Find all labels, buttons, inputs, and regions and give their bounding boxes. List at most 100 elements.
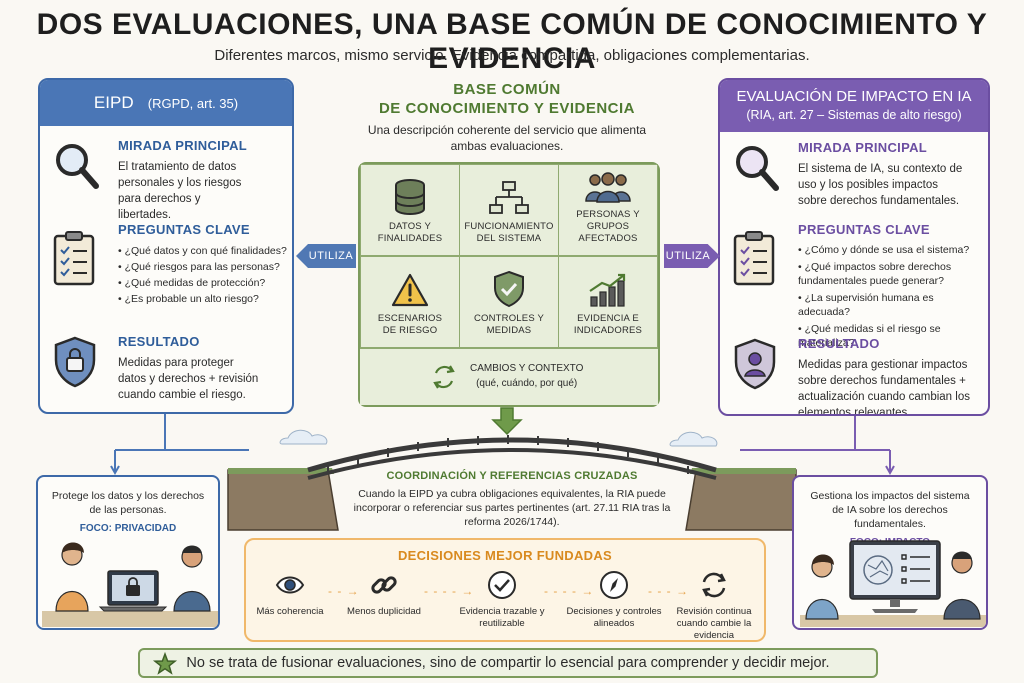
ia-panel-header: EVALUACIÓN DE IMPACTO EN IA (RIA, art. 2… (720, 80, 988, 132)
uses-arrow-right: UTILIZA (664, 244, 720, 268)
piece-label: FINALIDADES (377, 233, 443, 244)
changes-sub: (qué, cuándo, por qué) (476, 378, 578, 389)
privacy-box-focus: FOCO: PRIVACIDAD (79, 523, 177, 534)
dashed-arrow-icon: - - → (328, 584, 360, 598)
shield-person-icon (732, 338, 782, 394)
ia-panel: EVALUACIÓN DE IMPACTO EN IA (RIA, art. 2… (718, 78, 990, 416)
dashed-arrow-icon: - - - - → (424, 584, 475, 598)
star-icon (152, 651, 178, 675)
decisions-box: DECISIONES MEJOR FUNDADAS Más coherencia… (244, 538, 766, 642)
footer-text: No se trata de fusionar evaluaciones, si… (186, 655, 830, 671)
coordination-text: Cuando la EIPD ya cubra obligaciones equ… (353, 488, 671, 528)
decision-item-coherence: Más coherencia (240, 570, 340, 618)
check-circle-icon (488, 571, 516, 599)
impact-box-text: Gestiona los impactos del sistema de IA … (810, 490, 970, 530)
decision-item-evidence: Evidencia trazable y reutilizable (452, 570, 552, 630)
database-icon (395, 179, 425, 215)
dashed-arrow-icon: - - - → (648, 584, 689, 598)
coordination-title: COORDINACIÓN Y REFERENCIAS CRUZADAS (386, 470, 638, 482)
puzzle-piece-controls: CONTROLES Y MEDIDAS (459, 256, 559, 348)
uses-arrow-left: UTILIZA (296, 244, 356, 268)
decision-label: Más coherencia (256, 606, 324, 617)
people-laptop-illustration (42, 542, 218, 627)
eye-icon (275, 576, 305, 594)
eipd-result-text: Medidas para proteger datos y derechos +… (118, 357, 259, 401)
ia-questions-title: PREGUNTAS CLAVE (798, 222, 930, 237)
decision-label: Evidencia trazable y reutilizable (459, 606, 545, 629)
shield-check-icon (494, 270, 524, 308)
changes-label: CAMBIOS Y CONTEXTO (470, 363, 584, 374)
eipd-panel: EIPD (RGPD, art. 35) MIRADA PRINCIPAL El… (38, 78, 294, 414)
page-title: DOS EVALUACIONES, UNA BASE COMÚN DE CONO… (36, 8, 988, 75)
decision-label: Menos duplicidad (347, 606, 421, 617)
ia-result-text: Medidas para gestionar impactos sobre de… (798, 359, 970, 416)
magnifier-icon (52, 138, 102, 194)
eipd-questions-title: PREGUNTAS CLAVE (118, 222, 250, 237)
people-icon (585, 172, 631, 203)
compass-icon (600, 571, 628, 599)
decision-label: Revisión continua cuando cambie la evide… (676, 606, 752, 641)
ia-question-2: • ¿Qué impactos sobre derechos fundament… (798, 261, 952, 287)
common-base-title-line-2: DE CONOCIMIENTO Y EVIDENCIA (378, 100, 636, 117)
eipd-title: EIPD (93, 93, 134, 112)
ia-title: EVALUACIÓN DE IMPACTO EN IA (736, 88, 972, 105)
piece-label: DE RIESGO (382, 325, 438, 336)
privacy-box-text: Protege los datos y los derechos de las … (51, 490, 205, 516)
piece-label: INDICADORES (573, 325, 643, 336)
ia-title-ref: (RIA, art. 27 – Sistemas de alto riesgo) (746, 108, 962, 122)
puzzle-piece-data: DATOS Y FINALIDADES (360, 164, 460, 256)
piece-label: DATOS Y (388, 221, 432, 232)
ia-result-title: RESULTADO (798, 336, 880, 351)
ia-question-1: • ¿Cómo y dónde se usa el sistema? (798, 244, 970, 256)
piece-label: FUNCIONAMIENTO (464, 221, 554, 232)
eipd-focus-title: MIRADA PRINCIPAL (118, 138, 248, 153)
magnifier-icon (732, 140, 782, 196)
eipd-result-title: RESULTADO (118, 334, 200, 349)
piece-label: CONTROLES Y (473, 313, 545, 324)
decision-item-duplication: Menos duplicidad (334, 570, 434, 618)
puzzle-piece-risk: ESCENARIOS DE RIESGO (360, 256, 460, 348)
clipboard-icon (52, 230, 102, 286)
refresh-icon (702, 572, 726, 598)
privacy-focus-box: Protege los datos y los derechos de las … (36, 475, 220, 630)
ia-question-3: • ¿La supervisión humana es adecuada? (798, 292, 934, 318)
common-base-title-line-1: BASE COMÚN (453, 81, 561, 98)
knowledge-puzzle: DATOS Y FINALIDADES FUNCIONAMIENTO DEL S… (358, 162, 660, 407)
ia-focus-text: El sistema de IA, su contexto de uso y l… (798, 163, 963, 207)
impact-focus-box: Gestiona los impactos del sistema de IA … (792, 475, 988, 630)
down-arrow-icon (491, 407, 523, 436)
piece-label: EVIDENCIA E (577, 313, 639, 324)
piece-label: GRUPOS AFECTADOS (578, 221, 638, 244)
cycle-arrows-icon (433, 365, 455, 389)
ia-question-4: • ¿Qué medidas si el riesgo se materiali… (798, 323, 941, 349)
eipd-focus-text: El tratamiento de datos personales y los… (118, 161, 242, 221)
puzzle-piece-changes: CAMBIOS Y CONTEXTO (qué, cuándo, por qué… (360, 348, 658, 405)
piece-label: DEL SISTEMA (476, 233, 542, 244)
decisions-title: DECISIONES MEJOR FUNDADAS (397, 548, 613, 563)
eipd-question-3: • ¿Qué medidas de protección? (118, 277, 266, 289)
piece-label: PERSONAS Y (576, 209, 640, 220)
bar-chart-icon (589, 273, 626, 307)
eipd-question-4: • ¿Es probable un alto riesgo? (118, 293, 259, 305)
clipboard-icon (732, 230, 782, 286)
common-base-title: BASE COMÚN DE CONOCIMIENTO Y EVIDENCIA (352, 80, 662, 118)
piece-label: MEDIDAS (486, 325, 532, 336)
eipd-title-ref: (RGPD, art. 35) (147, 96, 239, 111)
people-monitor-illustration (800, 540, 986, 627)
puzzle-piece-evidence: EVIDENCIA E INDICADORES (558, 256, 658, 348)
decision-label: Decisiones y controles alineados (566, 606, 662, 629)
piece-label: ESCENARIOS (377, 313, 443, 324)
decision-item-review: Revisión continua cuando cambie la evide… (664, 570, 764, 642)
puzzle-piece-system: FUNCIONAMIENTO DEL SISTEMA (459, 164, 559, 256)
page-subtitle: Diferentes marcos, mismo servicio. Evide… (214, 47, 810, 64)
footer-banner: No se trata de fusionar evaluaciones, si… (138, 648, 878, 678)
bridge-illustration (227, 429, 797, 531)
link-icon (371, 576, 397, 594)
dashed-arrow-icon: - - - - → (544, 584, 595, 598)
decision-item-alignment: Decisiones y controles alineados (564, 570, 664, 630)
common-base-subtitle: Una descripción coherente del servicio q… (367, 123, 647, 153)
ia-focus-title: MIRADA PRINCIPAL (798, 140, 928, 155)
shield-lock-icon (52, 336, 102, 392)
puzzle-piece-people: PERSONAS Y GRUPOS AFECTADOS (558, 164, 658, 256)
eipd-question-2: • ¿Qué riesgos para las personas? (118, 261, 280, 273)
